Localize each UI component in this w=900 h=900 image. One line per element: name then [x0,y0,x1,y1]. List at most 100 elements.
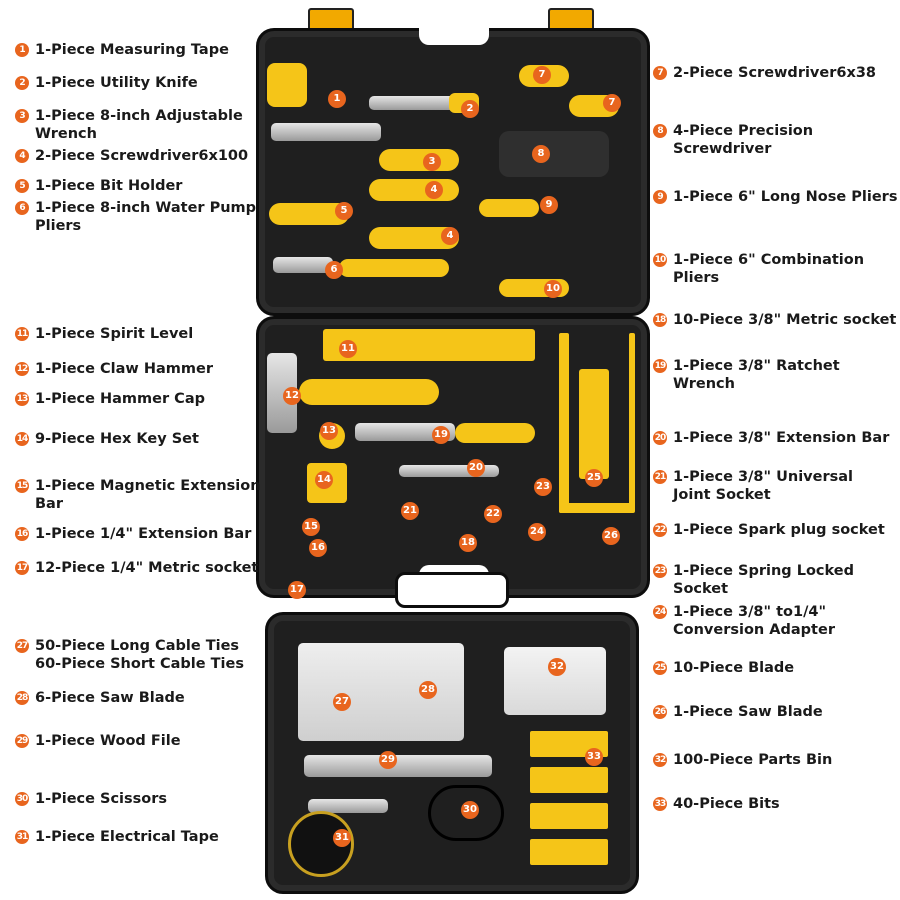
label-text: 1-Piece Hammer Cap [35,391,205,407]
number-badge: 19 [653,359,667,373]
case-marker: 33 [585,748,603,766]
case-marker: 8 [532,145,550,163]
label-item: 20 1-Piece 3/8" Extension Bar [653,429,890,447]
number-badge: 21 [653,470,667,484]
label-item: 5 1-Piece Bit Holder [15,177,183,195]
label-text: 1-Piece 3/8" Ratchet Wrench [673,358,840,392]
number-badge: 15 [15,479,29,493]
number-badge: 16 [15,527,29,541]
number-badge: 1 [15,43,29,57]
toolbox-lid [256,25,650,316]
number-badge: 24 [653,605,667,619]
case-marker: 20 [467,459,485,477]
label-item: 13 1-Piece Hammer Cap [15,390,205,408]
number-badge: 29 [15,734,29,748]
number-badge: 12 [15,362,29,376]
toolbox-insert-tray [265,612,639,894]
case-marker: 3 [423,153,441,171]
label-text: 1-Piece Utility Knife [35,75,198,91]
label-text: 1-Piece Saw Blade [673,704,823,720]
number-badge: 27 [15,639,29,653]
number-badge: 4 [15,149,29,163]
case-marker: 11 [339,340,357,358]
label-text: 1-Piece 8-inch Water Pump Pliers [35,200,257,234]
case-marker: 2 [461,100,479,118]
number-badge: 30 [15,792,29,806]
label-text: 1-Piece Bit Holder [35,178,183,194]
label-text: 1-Piece 6" Long Nose Pliers [673,189,898,205]
case-marker: 27 [333,693,351,711]
label-text: 6-Piece Saw Blade [35,690,185,706]
case-marker: 1 [328,90,346,108]
label-text: 1-Piece Electrical Tape [35,829,219,845]
case-marker: 24 [528,523,546,541]
label-item: 11 1-Piece Spirit Level [15,325,194,343]
number-badge: 32 [653,753,667,767]
number-badge: 6 [15,201,29,215]
label-text: 2-Piece Screwdriver6x38 [673,65,876,81]
number-badge: 14 [15,432,29,446]
label-item: 14 9-Piece Hex Key Set [15,430,199,448]
label-text: 40-Piece Bits [673,796,780,812]
label-text: 1-Piece 6" Combination Pliers [673,252,865,286]
number-badge: 17 [15,561,29,575]
case-marker: 25 [585,469,603,487]
case-marker: 13 [320,422,338,440]
label-text: 1-Piece 8-inch Adjustable Wrench [35,108,243,142]
label-item: 18 10-Piece 3/8" Metric socket [653,311,897,329]
number-badge: 18 [653,313,667,327]
label-item: 17 12-Piece 1/4" Metric socket [15,559,259,577]
case-marker: 23 [534,478,552,496]
case-marker: 28 [419,681,437,699]
label-item: 33 40-Piece Bits [653,795,780,813]
label-item: 19 1-Piece 3/8" Ratchet Wrench [653,357,840,393]
number-badge: 13 [15,392,29,406]
number-badge: 5 [15,179,29,193]
number-badge: 23 [653,564,667,578]
number-badge: 10 [653,253,667,267]
label-item: 12 1-Piece Claw Hammer [15,360,213,378]
label-text: 1-Piece Magnetic Extension Bar [35,478,261,512]
number-badge: 31 [15,830,29,844]
number-badge: 20 [653,431,667,445]
label-text: 50-Piece Long Cable Ties 60-Piece Short … [35,638,244,672]
label-text: 1-Piece Spirit Level [35,326,194,342]
label-text: 1-Piece Spring Locked Socket [673,563,854,597]
case-marker: 29 [379,751,397,769]
number-badge: 33 [653,797,667,811]
case-marker: 5 [335,202,353,220]
label-text: 9-Piece Hex Key Set [35,431,199,447]
case-marker: 12 [283,387,301,405]
label-text: 1-Piece Claw Hammer [35,361,213,377]
number-badge: 2 [15,76,29,90]
label-text: 10-Piece 3/8" Metric socket [673,312,897,328]
case-marker: 6 [325,261,343,279]
label-item: 31 1-Piece Electrical Tape [15,828,219,846]
case-marker: 16 [309,539,327,557]
case-marker: 30 [461,801,479,819]
number-badge: 11 [15,327,29,341]
case-marker: 14 [315,471,333,489]
case-marker: 10 [544,280,562,298]
case-marker: 4 [441,227,459,245]
case-marker: 31 [333,829,351,847]
label-text: 1-Piece Spark plug socket [673,522,885,538]
label-text: 1-Piece 3/8" Extension Bar [673,430,890,446]
label-item: 6 1-Piece 8-inch Water Pump Pliers [15,199,257,235]
case-marker: 19 [432,426,450,444]
label-item: 23 1-Piece Spring Locked Socket [653,562,900,598]
label-item: 27 50-Piece Long Cable Ties 60-Piece Shor… [15,637,244,673]
case-marker: 15 [302,518,320,536]
label-text: 1-Piece 3/8" to1/4" Conversion Adapter [673,604,835,638]
label-text: 12-Piece 1/4" Metric socket [35,560,259,576]
case-marker: 17 [288,581,306,599]
